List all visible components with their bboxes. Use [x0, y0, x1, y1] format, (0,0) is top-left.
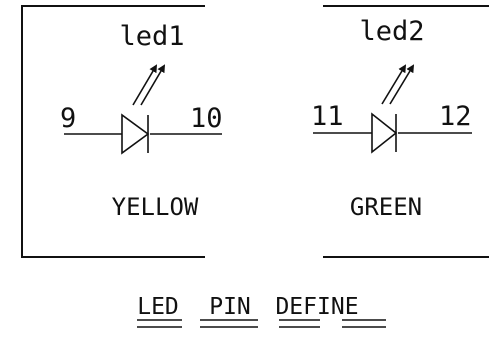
frame-right-bracket	[323, 5, 489, 258]
led2-emission-arrow-2	[389, 64, 415, 105]
led2-component: led2 11 12 GREEN	[311, 16, 472, 221]
title-word-1: LED	[137, 294, 179, 320]
led1-color-label: YELLOW	[112, 193, 199, 221]
led1-emission-arrow-1	[132, 64, 158, 106]
title-word-2: PIN	[209, 294, 251, 320]
led1-ref-label: led1	[119, 21, 184, 52]
led2-diode-triangle	[371, 112, 398, 154]
led2-emission-arrow-1	[381, 64, 407, 105]
frame-left-bracket	[21, 5, 205, 258]
led1-emission-arrow-2	[140, 64, 166, 106]
led1-pin-right-label: 10	[190, 103, 223, 134]
led2-pin-left-label: 11	[311, 101, 344, 132]
title-word-3: DEFINE	[275, 294, 358, 320]
led1-diode-triangle	[121, 113, 150, 155]
led2-color-label: GREEN	[350, 193, 422, 221]
led2-ref-label: led2	[359, 16, 424, 47]
led1-pin-left-label: 9	[60, 103, 76, 134]
led1-component: led1 9 10 YELLOW	[60, 21, 223, 221]
diagram-title: LED PIN DEFINE	[137, 294, 386, 328]
led2-pin-right-label: 12	[439, 101, 472, 132]
